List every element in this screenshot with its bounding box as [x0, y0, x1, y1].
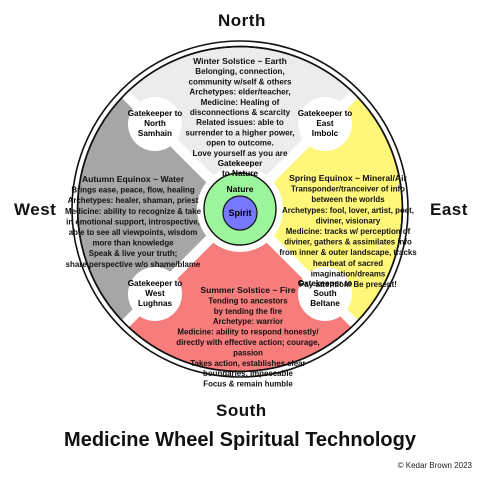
west-quadrant-line: Brings ease, peace, flow, healing	[71, 186, 195, 195]
east-quadrant-line: diviner, visionary	[316, 216, 381, 225]
west-quadrant-line: Archetypes: healer, shaman, priest	[68, 196, 199, 205]
direction-south-label: South	[216, 401, 267, 420]
east-quadrant-line: Transponder/tranceiver of info	[291, 185, 405, 194]
north-quadrant-line: Archetypes: elder/teacher,	[189, 88, 290, 97]
page-title: Medicine Wheel Spiritual Technology	[64, 429, 416, 451]
west-quadrant-heading: Autumn Equinox ~ Water	[82, 174, 185, 184]
copyright-notice: © Kedar Brown 2023	[397, 461, 472, 470]
south-quadrant-line: by tending the fire	[214, 307, 283, 316]
south-quadrant-line: boundaries, impeccable	[203, 369, 294, 378]
east-quadrant-line: Archetypes: fool, lover, artist, poet,	[282, 206, 414, 215]
north-quadrant-line: Medicine: Healing of	[201, 98, 280, 107]
east-quadrant-line: diviner, gathers & assimilates info	[284, 238, 412, 247]
south-quadrant-line: Medicine: ability to respond honestly/	[177, 328, 319, 337]
south-quadrant-heading: Summer Solstice ~ Fire	[200, 285, 296, 295]
north-quadrant-line: open to outcome.	[206, 139, 273, 148]
east-quadrant-line: imagination/dreams	[311, 269, 386, 278]
south-quadrant-line: directly with effective action; courage,	[176, 338, 319, 347]
direction-east-label: East	[430, 200, 468, 219]
north-quadrant-line: disconnections & scarcity	[190, 108, 291, 117]
south-quadrant-line: Takes action, establishes clear	[190, 359, 305, 368]
east-quadrant-line: Medicine: tracks w/ perception of	[286, 227, 411, 236]
west-quadrant-line: in emotional support, introspective,	[66, 217, 200, 226]
west-quadrant-line: Medicine: ability to recognize & take	[65, 207, 202, 216]
north-quadrant-line: community w/self & others	[189, 77, 292, 86]
west-quadrant-line: more than knowledge	[92, 239, 174, 248]
spirit-label: Spirit	[228, 208, 251, 218]
west-quadrant-line: share perspective w/o shame/blame	[66, 260, 201, 269]
north-quadrant-line: surrender to a higher power,	[185, 128, 294, 137]
south-quadrant-line: Tending to ancestors	[208, 296, 288, 305]
east-quadrant-heading: Spring Equinox ~ Mineral/Air	[289, 173, 407, 183]
east-quadrant-line: between the worlds	[311, 195, 385, 204]
spirit-circle	[222, 195, 258, 231]
north-quadrant-line: Belonging, connection,	[195, 67, 284, 76]
nature-label: Nature	[227, 184, 254, 194]
north-quadrant-line: Related issues: able to	[196, 118, 284, 127]
west-quadrant-line: Speak & live your truth;	[89, 249, 178, 258]
south-quadrant-line: Focus & remain humble	[203, 380, 293, 389]
west-quadrant-line: able to see all viewpoints, wisdom	[69, 228, 197, 237]
north-quadrant-heading: Winter Solstice ~ Earth	[193, 56, 287, 66]
east-quadrant-line: Pay attention! Be present!	[299, 280, 397, 289]
direction-west-label: West	[14, 200, 57, 219]
south-quadrant-line: passion	[233, 348, 263, 357]
east-quadrant-line: from inner & outer landscape, tracks	[279, 248, 417, 257]
south-quadrant-line: Archetype: warrior	[213, 317, 283, 326]
direction-north-label: North	[218, 11, 266, 30]
outer-ring	[71, 40, 409, 378]
north-quadrant-line: Love yourself as you are	[193, 149, 288, 158]
east-quadrant-line: hearbeat of sacred	[313, 259, 383, 268]
inner-ring	[76, 45, 404, 373]
